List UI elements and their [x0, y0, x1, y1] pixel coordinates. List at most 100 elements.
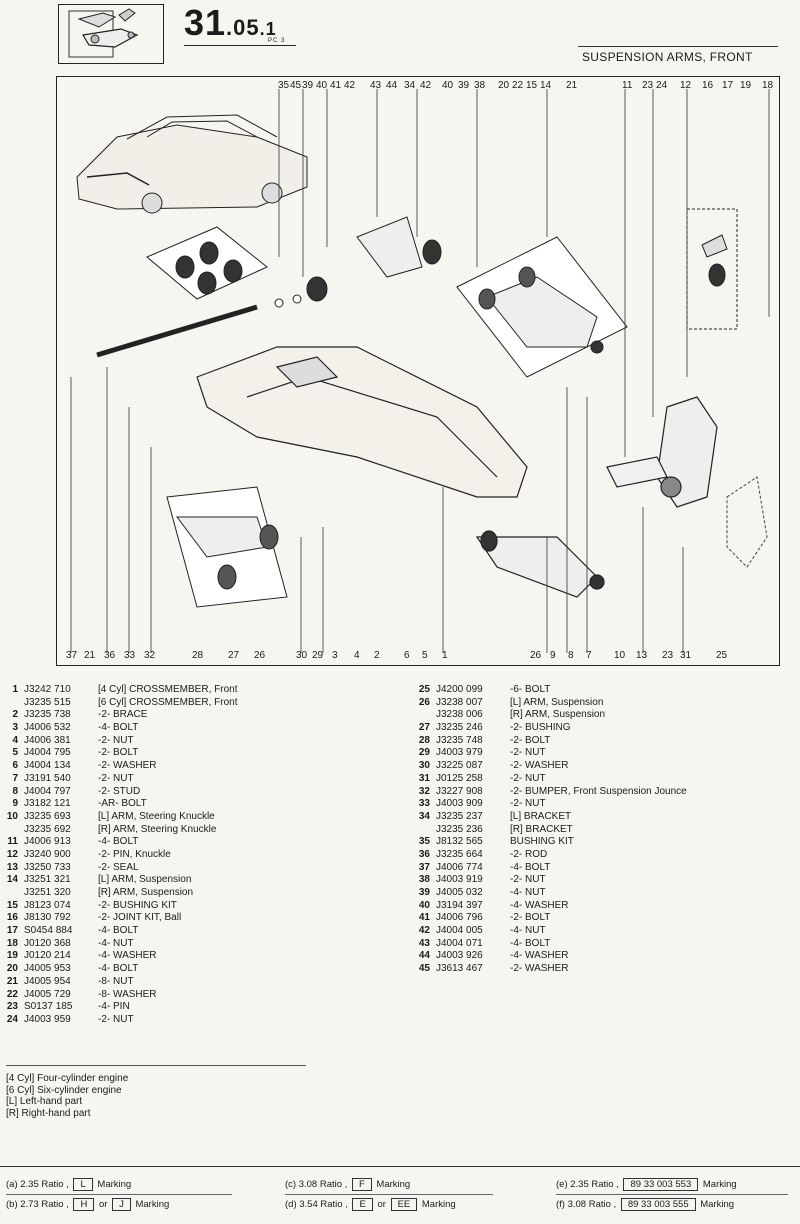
callout-number: 45	[290, 80, 302, 91]
part-description: [6 Cyl] CROSSMEMBER, Front	[98, 696, 238, 708]
callout-number: 29	[312, 650, 324, 661]
part-ref: 17	[6, 925, 18, 937]
part-number: J3242 710	[24, 684, 71, 695]
callout-number: 26	[254, 650, 266, 661]
part-ref	[416, 824, 436, 837]
part-ref: 12	[6, 848, 18, 860]
part-description: -4- WASHER	[510, 950, 569, 962]
part-ref: 24	[6, 1013, 18, 1025]
part-number: J3251 321	[24, 874, 71, 886]
part-description: -2- WASHER	[98, 760, 157, 772]
part-number: J4005 729	[24, 988, 71, 1000]
part-ref: 29	[418, 747, 430, 759]
section-thumbnail	[58, 4, 164, 64]
part-description: -4- WASHER	[98, 950, 157, 962]
part-number: J4004 795	[24, 747, 71, 759]
legend: [4 Cyl] Four-cylinder engine [6 Cyl] Six…	[6, 1073, 128, 1119]
part-number: J4006 381	[24, 734, 71, 746]
part-ref: 40	[418, 899, 430, 911]
callout-number: 3	[332, 650, 338, 661]
part-ref	[416, 709, 436, 722]
callout-number: 1	[442, 650, 448, 661]
callout-number: 42	[344, 80, 356, 91]
part-number: J8130 792	[24, 912, 71, 924]
crossmember	[196, 346, 528, 498]
part-number: S0454 884	[24, 925, 73, 937]
part-number: J0125 258	[436, 772, 483, 784]
lower-arm-group	[166, 486, 288, 608]
part-number: J4003 979	[436, 747, 483, 759]
callout-number: 27	[228, 650, 240, 661]
part-number: J3235 246	[436, 722, 483, 734]
part-row: 17 S0454 884 -4- BOLT	[4, 925, 237, 938]
part-row: J3238 006[R] ARM, Suspension	[416, 709, 687, 722]
ratio-b: (b) 2.73 Ratio , H or J Marking	[6, 1198, 170, 1211]
callout-number: 21	[84, 650, 96, 661]
part-ref: 25	[418, 684, 430, 695]
part-ref: 14	[6, 874, 18, 886]
title-rule	[578, 46, 778, 47]
ball-joint-kit	[686, 208, 738, 330]
part-ref: 1	[12, 684, 18, 695]
part-ref	[4, 824, 24, 837]
part-number: J4006 913	[24, 836, 71, 848]
part-description: [L] ARM, Steering Knuckle	[98, 810, 215, 822]
part-number: J3227 908	[436, 785, 483, 797]
part-description: -4- BOLT	[98, 925, 139, 937]
bracket-assembly	[274, 216, 442, 308]
part-description: -2- PIN, Knuckle	[98, 848, 171, 860]
part-description: -4- BOLT	[98, 963, 139, 975]
part-number: J3235 237	[436, 810, 483, 822]
part-number: J0120 214	[24, 950, 71, 962]
part-description: -2- SEAL	[98, 861, 139, 873]
legend-rule	[6, 1065, 306, 1066]
part-description: [R] BRACKET	[510, 823, 573, 835]
part-description: -4- PIN	[98, 1001, 130, 1013]
callout-number: 23	[662, 650, 674, 661]
part-ref: 11	[7, 836, 18, 848]
part-description: -2- NUT	[98, 772, 134, 784]
ratio-rule	[285, 1194, 493, 1195]
ratio-c: (c) 3.08 Ratio , F Marking	[285, 1178, 411, 1191]
part-ref: 13	[6, 861, 18, 873]
legend-item: [L] Left-hand part	[6, 1096, 83, 1107]
part-ref: 15	[6, 899, 18, 911]
section-title: SUSPENSION ARMS, FRONT	[582, 50, 753, 64]
legend-item: [6 Cyl] Six-cylinder engine	[6, 1084, 122, 1096]
part-description: -2- NUT	[510, 798, 546, 810]
part-ref: 22	[6, 988, 18, 1000]
callout-number: 6	[404, 650, 410, 661]
part-ref: 9	[12, 798, 18, 810]
part-description: [R] ARM, Suspension	[510, 709, 606, 721]
part-ref	[4, 697, 24, 710]
part-number: J4006 796	[436, 912, 483, 924]
part-ref: 4	[12, 734, 18, 746]
part-ref: 44	[418, 950, 430, 962]
part-description: -2- NUT	[510, 772, 546, 784]
ratio-a: (a) 2.35 Ratio , L Marking	[6, 1178, 132, 1191]
part-number: J4004 134	[24, 760, 71, 772]
callout-number: 42	[420, 80, 432, 91]
part-number: J4006 532	[24, 722, 71, 734]
part-number: J3225 087	[436, 760, 483, 772]
callout-number: 31	[680, 650, 692, 661]
callout-number: 40	[316, 80, 328, 91]
